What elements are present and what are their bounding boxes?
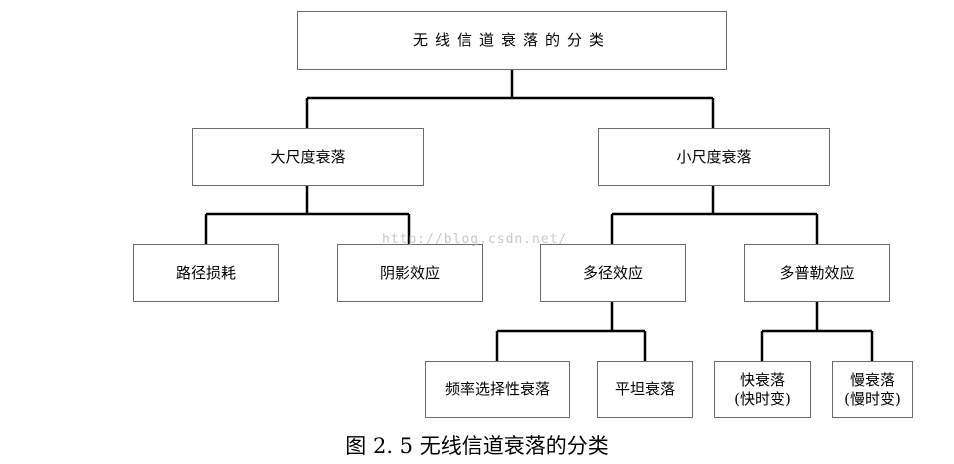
- shadowing-node: 阴影效应: [337, 244, 483, 302]
- doppler-effect-label: 多普勒效应: [779, 263, 855, 282]
- root-node-label: 无线信道衰落的分类: [412, 31, 611, 49]
- freq-selective-fading-node: 频率选择性衰落: [425, 361, 570, 418]
- fast-fading-label: 快衰落: [739, 370, 785, 389]
- shadowing-label: 阴影效应: [379, 263, 440, 282]
- watermark-url: http://blog.csdn.net/: [382, 232, 568, 247]
- figure-caption: 图 2. 5 无线信道衰落的分类: [345, 434, 609, 458]
- doppler-effect-node: 多普勒效应: [744, 244, 890, 302]
- fast-fading-sublabel: (快时变): [734, 389, 791, 408]
- multipath-effect-node: 多径效应: [540, 244, 686, 302]
- large-scale-fading-label: 大尺度衰落: [270, 147, 346, 166]
- slow-fading-sublabel: (慢时变): [844, 389, 901, 408]
- slow-fading-node: 慢衰落 (慢时变): [832, 361, 913, 418]
- path-loss-node: 路径损耗: [133, 244, 279, 302]
- flat-fading-label: 平坦衰落: [614, 380, 675, 398]
- freq-selective-fading-label: 频率选择性衰落: [444, 380, 550, 398]
- small-scale-fading-label: 小尺度衰落: [676, 147, 752, 166]
- fast-fading-node: 快衰落 (快时变): [714, 361, 811, 418]
- root-node: 无线信道衰落的分类: [297, 11, 727, 70]
- large-scale-fading-node: 大尺度衰落: [192, 128, 424, 186]
- small-scale-fading-node: 小尺度衰落: [598, 128, 830, 186]
- slow-fading-label: 慢衰落: [849, 370, 895, 389]
- path-loss-label: 路径损耗: [175, 263, 236, 282]
- flat-fading-node: 平坦衰落: [597, 361, 693, 418]
- multipath-effect-label: 多径效应: [582, 263, 643, 282]
